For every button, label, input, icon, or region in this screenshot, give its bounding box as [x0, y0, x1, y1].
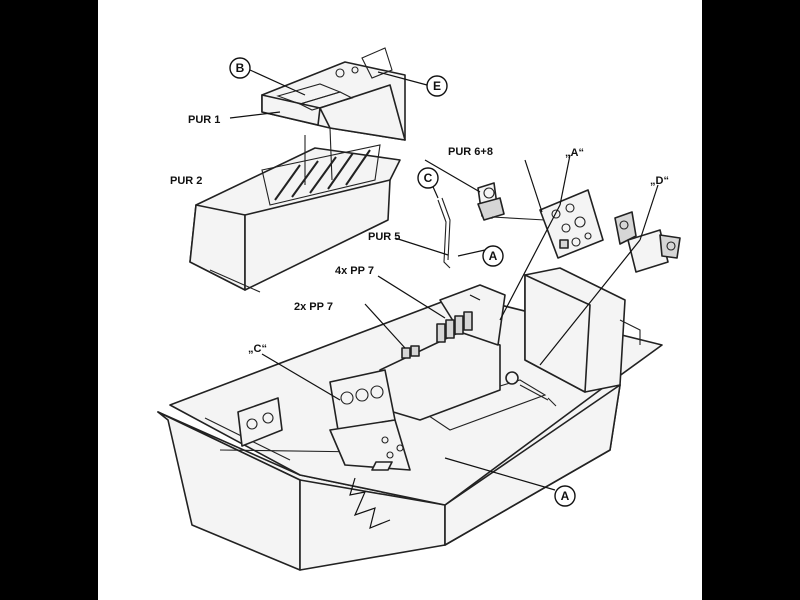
- callout-e-label: E: [433, 79, 441, 93]
- label-detail-d: „D“: [650, 175, 669, 187]
- label-detail-a: „A“: [565, 147, 584, 159]
- label-2x-pp7: 2x PP 7: [294, 301, 333, 313]
- pp7-coils: [436, 311, 473, 343]
- callout-b-label: B: [236, 61, 245, 75]
- pur1-tray-compartments: [276, 47, 393, 111]
- callout-b: B: [229, 57, 251, 79]
- center-console: [379, 284, 549, 421]
- callout-c: C: [417, 167, 439, 189]
- detail-d-assembly: [614, 211, 681, 273]
- label-pur1: PUR 1: [188, 114, 220, 126]
- callout-a-lower-label: A: [561, 489, 570, 503]
- instrument-panel: [329, 369, 411, 471]
- label-4x-pp7: 4x PP 7: [335, 265, 374, 277]
- label-pur68: PUR 6+8: [448, 146, 493, 158]
- hull-right-wall: [444, 384, 621, 546]
- label-detail-c: „C“: [248, 343, 267, 355]
- pur5-rod: [437, 197, 451, 269]
- upper-assembly: [189, 47, 406, 293]
- label-pur2: PUR 2: [170, 175, 202, 187]
- callout-a-upper-label: A: [489, 249, 498, 263]
- callout-c-label: C: [424, 171, 433, 185]
- console-knob: [505, 371, 519, 385]
- callout-e: E: [426, 75, 448, 97]
- left-frame-bar: [0, 0, 98, 600]
- right-frame-bar: [702, 0, 800, 600]
- callout-a-upper: A: [482, 245, 504, 267]
- hull-left-plate: [237, 397, 283, 447]
- pur68-part: [477, 182, 546, 221]
- hull-front-wall: [157, 411, 301, 571]
- pp7-small: [401, 345, 420, 359]
- detail-a-plate: [539, 189, 604, 259]
- label-pur5: PUR 5: [368, 231, 400, 243]
- pur1-tray-side: [319, 84, 406, 141]
- pur2-block-side: [244, 179, 391, 291]
- callout-a-lower: A: [554, 485, 576, 507]
- pur2-block-front: [189, 204, 246, 291]
- leader-lines: [229, 69, 659, 491]
- hull-base: [157, 267, 663, 571]
- hull-break-line: [349, 477, 391, 529]
